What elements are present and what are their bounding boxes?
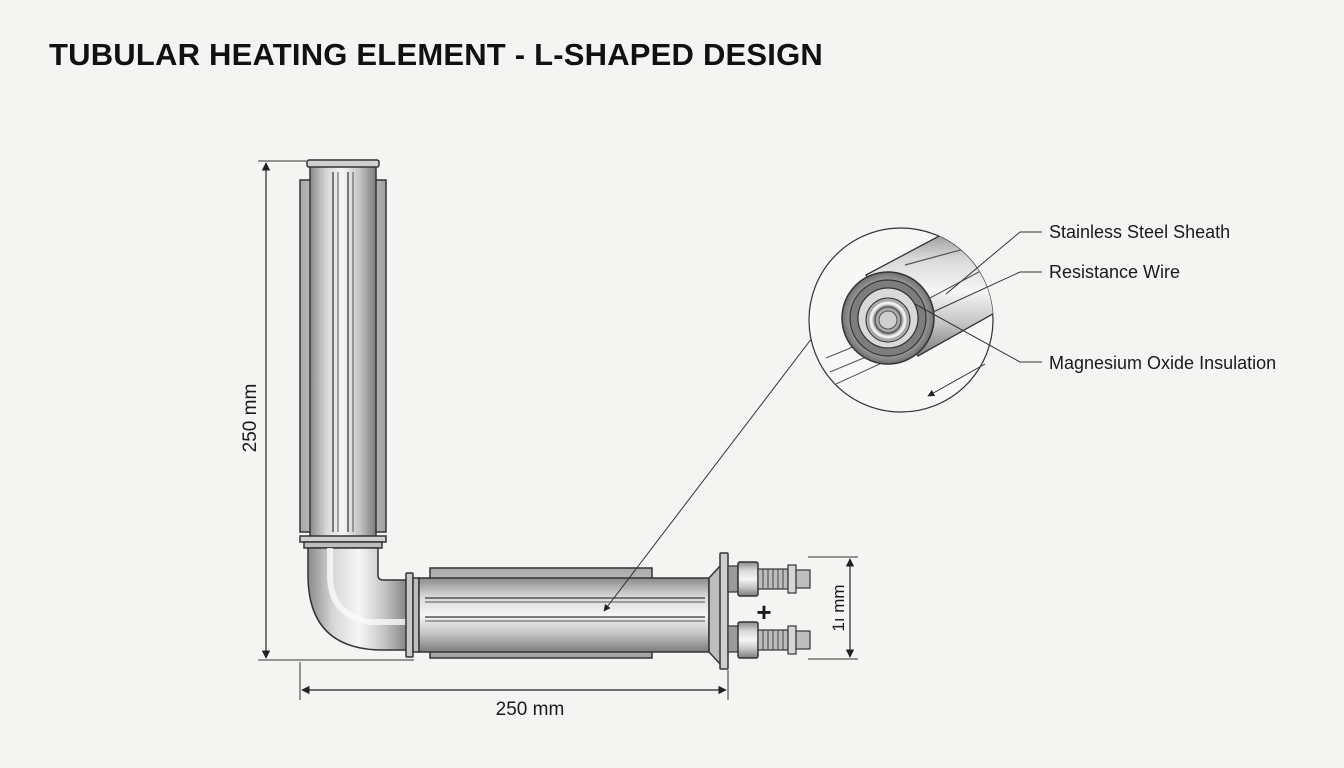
detail-leader-line: [603, 337, 813, 612]
vertical-tube: [299, 159, 387, 549]
terminal-dimension-label: 1ı mm: [829, 584, 848, 631]
callout-magnesium-oxide-insulation: Magnesium Oxide Insulation: [1049, 353, 1276, 373]
horizontal-dimension: [299, 662, 729, 700]
terminal-top: [727, 561, 811, 597]
terminal-bottom: [727, 621, 811, 659]
diagram-title: TUBULAR HEATING ELEMENT - L-SHAPED DESIG…: [49, 37, 824, 72]
terminal-plus-symbol: +: [756, 597, 771, 627]
cross-section-detail: [808, 227, 994, 413]
callout-stainless-steel-sheath: Stainless Steel Sheath: [1049, 222, 1230, 242]
elbow-bend: [307, 547, 411, 651]
callout-leaders: [914, 231, 1042, 363]
callout-resistance-wire: Resistance Wire: [1049, 262, 1180, 282]
horizontal-dimension-label: 250 mm: [496, 699, 565, 720]
vertical-dimension: [258, 160, 414, 661]
horizontal-tube: [405, 552, 729, 670]
terminal-dimension: [808, 556, 858, 660]
vertical-dimension-label: 250 mm: [240, 384, 261, 453]
